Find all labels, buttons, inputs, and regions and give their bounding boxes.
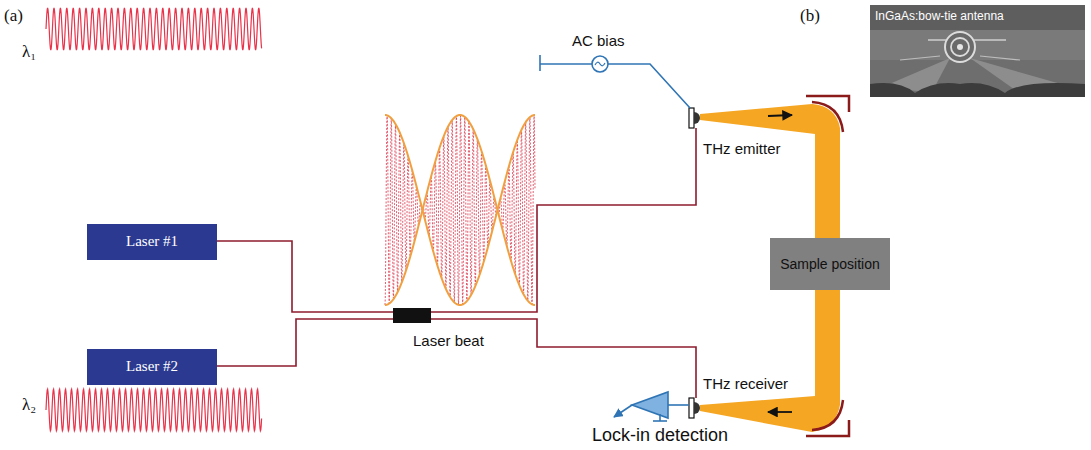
beam-arrow — [768, 411, 792, 413]
laser-box: Laser #2 — [87, 349, 217, 385]
beat-envelope — [385, 115, 535, 305]
node-text: Sample position — [780, 256, 880, 272]
signal-name: Lock-in detection — [592, 425, 728, 446]
part-name: THz emitter — [703, 140, 781, 157]
wavelength-label: λ₂ — [22, 395, 36, 415]
laser-waves — [46, 8, 262, 431]
photomixer — [689, 108, 700, 418]
node-text: InGaAs:bow-tie antenna — [875, 10, 1004, 24]
node-text: Laser #2 — [126, 358, 178, 375]
beat-envelope — [385, 115, 535, 305]
panel-letter: (a) — [4, 6, 23, 26]
sem-photo — [870, 5, 1085, 97]
beam-arrow — [768, 115, 792, 116]
node-text: Laser #1 — [126, 233, 178, 250]
laser-wave — [46, 389, 262, 431]
wavelength-label: λ₁ — [22, 42, 36, 62]
beat-pattern — [385, 115, 535, 305]
laser-box: Laser #1 — [87, 224, 217, 260]
carrier-wave — [385, 116, 535, 305]
bias-circuit — [540, 55, 690, 108]
sample-region: Sample position — [770, 238, 890, 290]
signal-name: AC bias — [572, 32, 625, 49]
laser-wave — [46, 8, 262, 50]
part-name: THz receiver — [703, 375, 788, 392]
fiber-coupler — [393, 308, 431, 323]
fiber — [217, 128, 696, 398]
part-name: Laser beat — [413, 332, 484, 349]
photo-inset: InGaAs:bow-tie antenna — [870, 5, 1085, 97]
panel-letter: (b) — [800, 6, 820, 26]
amplifier-symbol — [614, 392, 689, 421]
